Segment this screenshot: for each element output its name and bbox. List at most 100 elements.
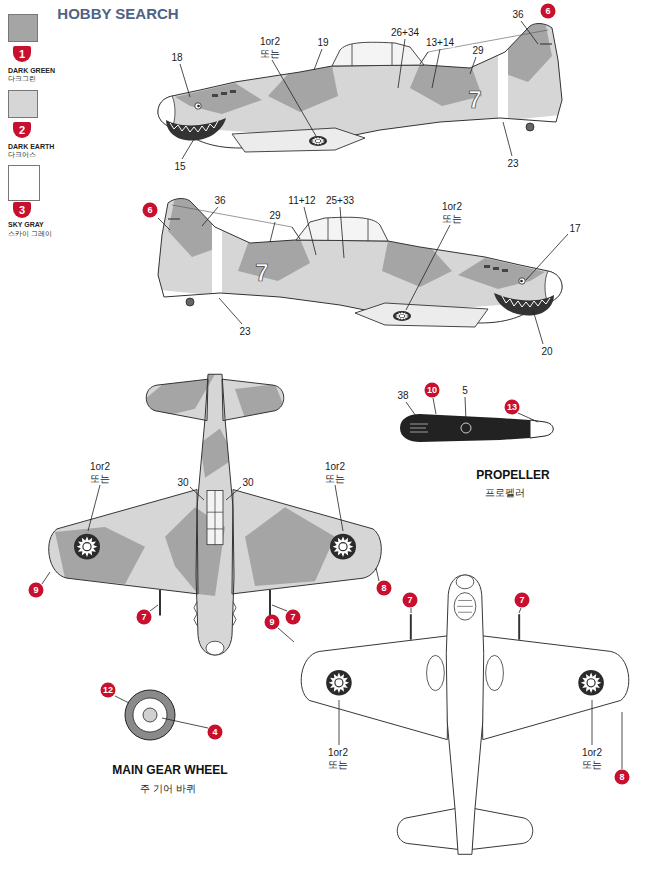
side-view [166, 118, 226, 141]
leader-line [202, 207, 218, 226]
leader-line [42, 21, 622, 769]
decal-number: 7 [137, 610, 152, 625]
aircraft-number: 7 [468, 87, 481, 113]
leader-line [622, 712, 623, 769]
callout-number: 5 [461, 385, 469, 396]
top-view [55, 374, 335, 596]
propeller-blade [410, 424, 428, 425]
leader-line [518, 413, 538, 422]
side-view [232, 128, 365, 152]
decal-number: 7 [403, 593, 418, 608]
bottom-view [458, 612, 472, 613]
color-number: 2 [13, 122, 31, 138]
leader-line [182, 139, 194, 159]
side-view [420, 52, 428, 64]
color-swatch [8, 14, 38, 42]
leader-line [406, 402, 416, 416]
leader-line [433, 398, 436, 414]
bottom-view [427, 655, 445, 690]
bottom-view [326, 670, 352, 695]
color-name: 다크어스 [8, 152, 36, 160]
side-view [150, 22, 560, 170]
bottom-view [454, 593, 476, 620]
bottom-view [482, 636, 629, 740]
side-view [352, 44, 353, 66]
leader-line [115, 696, 129, 703]
color-swatch [8, 165, 40, 201]
wheel [125, 690, 175, 740]
top-view [215, 491, 216, 545]
side-view [498, 45, 508, 125]
side-view [540, 43, 552, 45]
decal-number: 6 [143, 203, 158, 218]
decal-number: 10 [425, 383, 440, 398]
color-name: 다크그린 [8, 76, 36, 84]
top-view [207, 491, 223, 545]
callout-number: 18 [170, 52, 183, 63]
legend-text: DARK GREEN [8, 67, 55, 74]
decal-number: 6 [541, 4, 556, 19]
bottom-view [301, 575, 629, 854]
top-view [49, 374, 382, 655]
leader-line [398, 39, 405, 88]
top-view [330, 534, 356, 560]
decal-number: 9 [265, 615, 280, 630]
leader-line [180, 64, 190, 97]
color-swatch [8, 90, 38, 118]
decal-number: 8 [377, 581, 392, 596]
callout-number: 29 [268, 210, 281, 221]
callout-number: 프로펠러 [484, 487, 526, 498]
leader-line [270, 222, 275, 242]
propeller-blade [410, 428, 426, 429]
side-view [158, 197, 570, 345]
side-view [526, 123, 534, 131]
callout-number: 또는 [89, 473, 111, 484]
leader-line [272, 605, 287, 611]
callout-number: 20 [540, 346, 553, 357]
leader-line [219, 298, 242, 324]
legend-text: SKY GRAY [8, 221, 44, 228]
decal-number: 4 [208, 725, 223, 740]
callout-number: 36 [213, 195, 226, 206]
wheel [125, 690, 175, 740]
top-view [159, 590, 161, 616]
part-title: MAIN GEAR WHEEL [112, 764, 227, 777]
propeller-blade [461, 423, 471, 433]
bottom-view [486, 655, 504, 690]
callout-number: 38 [396, 390, 409, 401]
bottom-view [578, 670, 604, 695]
side-view [195, 103, 201, 109]
callout-number: 1or2 [327, 747, 349, 758]
callout-number: 19 [316, 37, 329, 48]
leader-line [226, 487, 241, 500]
bottom-view [472, 808, 533, 849]
side-view [175, 83, 262, 114]
side-view [158, 24, 562, 149]
leader-line [519, 608, 521, 613]
top-view [146, 379, 208, 420]
side-view [221, 92, 227, 95]
color-name: 스카이 그레이 [8, 231, 52, 239]
callout-number: 15 [173, 161, 186, 172]
leader-line [470, 57, 476, 74]
callout-number: 29 [471, 45, 484, 56]
callout-number: 주 기어 바퀴 [139, 783, 197, 794]
side-view [230, 90, 236, 93]
leader-line [465, 397, 466, 421]
callout-number: 11+12 [287, 195, 316, 206]
top-view [232, 490, 381, 594]
leader-line [272, 60, 316, 136]
watermark: HOBBY SEARCH [57, 6, 178, 23]
callout-number: 30 [176, 477, 189, 488]
decal-number: 7 [286, 610, 301, 625]
callout-number: 1or2 [581, 747, 603, 758]
callout-number: 25+33 [325, 195, 355, 206]
leader-line [190, 487, 204, 500]
leader-line [150, 605, 158, 611]
leader-line [42, 572, 50, 584]
side-view [158, 24, 562, 149]
leader-line [314, 49, 322, 70]
top-view [145, 374, 215, 418]
